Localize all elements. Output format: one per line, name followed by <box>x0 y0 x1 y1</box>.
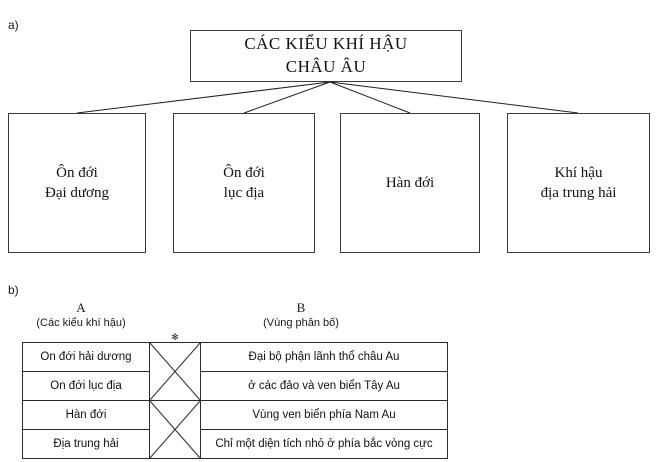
root-node-climate-types: CÁC KIỂU KHÍ HẬU CHÂU ÂU <box>190 30 462 82</box>
table-row: Hàn đới Vùng ven biển phía Nam Au <box>22 400 448 459</box>
climate-type-hierarchy-diagram: CÁC KIỂU KHÍ HẬU CHÂU ÂU Ôn đới Đại dươn… <box>8 30 650 253</box>
leaf-node-continental-temperate: Ôn đới lục địa <box>173 113 315 253</box>
leaf-node-0-line-1: Ôn đới <box>56 164 98 181</box>
matching-left-cell: On đới hải dương <box>22 342 150 372</box>
leaf-node-3-line-2: địa trung hải <box>540 185 617 201</box>
leaf-node-polar: Hàn đới <box>340 113 480 253</box>
table-row: Địa trung hải Chỉ một diện tích nhỏ ở ph… <box>22 429 448 459</box>
section-label-a: a) <box>8 18 19 32</box>
leaf-node-oceanic-temperate: Ôn đới Đại dương <box>8 113 146 253</box>
root-node-line-2: CHÂU ÂU <box>285 57 367 76</box>
asterisk-icon: ✻ <box>171 332 179 342</box>
matching-right-cell: ở các đảo và ven biển Tây Au <box>200 371 448 401</box>
table-row: On đới hải dương ✻ Đại bộ phận lãnh thổ … <box>22 333 448 401</box>
matching-connector-cell-bottom[interactable] <box>149 400 201 459</box>
leaf-node-mediterranean: Khí hậu địa trung hải <box>507 113 650 253</box>
root-node-line-1: CÁC KIỂU KHÍ HẬU <box>244 34 408 54</box>
matching-right-cell: Đại bộ phận lãnh thổ châu Au <box>200 342 448 372</box>
table-row: On đới lục địa ở các đảo và ven biển Tây… <box>22 371 448 401</box>
matching-left-cell: Hàn đới <box>22 400 150 430</box>
column-header-a-letter: A <box>76 300 86 315</box>
leaf-node-1-line-2: lục địa <box>223 185 265 201</box>
column-header-b: B (Vùng phân bố) <box>182 300 420 329</box>
leaf-node-1-line-1: Ôn đới <box>223 164 265 181</box>
column-header-a: A (Các kiểu khí hậu) <box>22 300 140 329</box>
matching-exercise-table: On đới hải dương ✻ Đại bộ phận lãnh thổ … <box>22 333 448 459</box>
matching-right-cell: Chỉ một diện tích nhỏ ở phía bắc vòng cự… <box>200 429 448 459</box>
leaf-node-3-line-1: Khí hậu <box>554 164 603 181</box>
matching-right-cell: Vùng ven biển phía Nam Au <box>200 400 448 430</box>
matching-left-cell: On đới lục địa <box>22 371 150 401</box>
column-header-b-letter: B <box>296 300 306 315</box>
column-header-a-subtitle: (Các kiểu khí hậu) <box>36 317 126 329</box>
matching-connector-cell-top[interactable]: ✻ <box>149 333 201 401</box>
x-cross-lines-top <box>150 343 200 400</box>
x-cross-lines-bottom <box>150 401 200 458</box>
leaf-node-0-line-2: Đại dương <box>45 185 109 201</box>
matching-left-cell: Địa trung hải <box>22 429 150 459</box>
leaf-node-2-line-1: Hàn đới <box>385 174 435 191</box>
column-header-b-subtitle: (Vùng phân bố) <box>263 317 339 329</box>
section-label-b: b) <box>8 283 19 297</box>
